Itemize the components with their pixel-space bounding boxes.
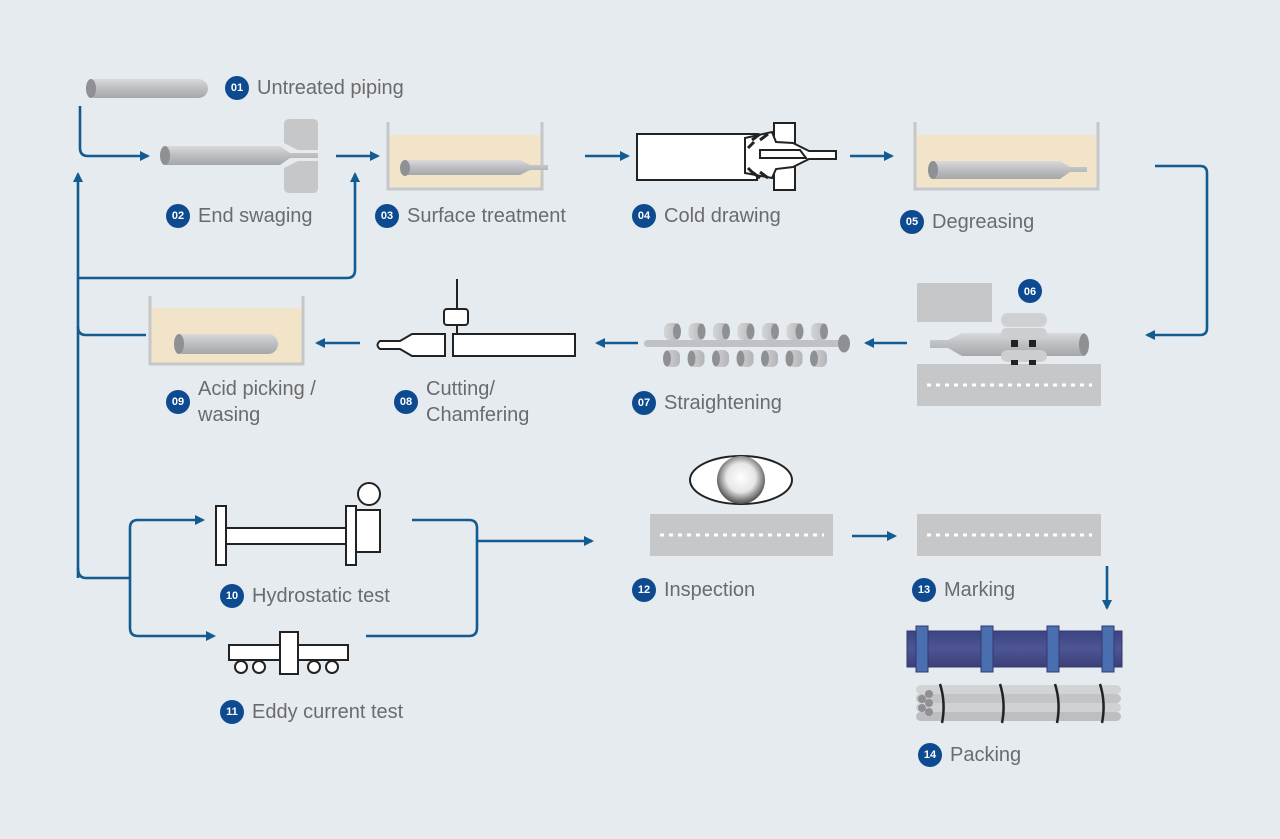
step-04-label: 04 Cold drawing bbox=[632, 203, 781, 229]
drawing-die-icon bbox=[636, 122, 837, 191]
svg-text:06: 06 bbox=[1024, 286, 1036, 298]
flow-arrows bbox=[73, 106, 1209, 641]
acid-bath-icon bbox=[148, 296, 305, 366]
roller-top bbox=[786, 323, 804, 340]
step-12-label: 12 Inspection bbox=[632, 577, 755, 603]
straightening-rollers-icon bbox=[644, 323, 850, 367]
roller-bottom bbox=[761, 350, 778, 367]
return-branch-03 bbox=[78, 172, 360, 280]
pipe-end bbox=[838, 334, 850, 353]
pipe-bundle-icon bbox=[906, 625, 1123, 724]
step-01-label: 01 Untreated piping bbox=[225, 75, 404, 101]
step-10-label: 10 Hydrostatic test bbox=[220, 583, 390, 609]
step-badge: 05 bbox=[900, 210, 924, 234]
step-02-label: 02 End swaging bbox=[166, 203, 313, 229]
roller-top bbox=[762, 323, 779, 340]
step-badge: 10 bbox=[220, 584, 244, 608]
heat-treatment-machine-icon bbox=[917, 283, 1101, 406]
arrow-05-to-06 bbox=[1145, 164, 1209, 340]
arrow-to-10 bbox=[128, 515, 205, 578]
roller-bottom bbox=[712, 350, 729, 367]
hydrostatic-tester-icon bbox=[215, 482, 381, 566]
swaging-die-icon bbox=[160, 119, 318, 193]
treatment-bath-icon bbox=[386, 122, 548, 191]
step-08-label: 08 Cutting/ Chamfering bbox=[394, 376, 529, 428]
roller-top bbox=[688, 323, 706, 340]
roller-top bbox=[811, 323, 828, 340]
eye-inspection-icon bbox=[689, 455, 793, 505]
step-badge: 02 bbox=[166, 204, 190, 228]
step-badge: 13 bbox=[912, 578, 936, 602]
roller-bottom bbox=[663, 350, 680, 367]
step-badge: 14 bbox=[918, 743, 942, 767]
arrow-to-11 bbox=[128, 578, 216, 641]
step-badge: 04 bbox=[632, 204, 656, 228]
step-badge: 07 bbox=[632, 391, 656, 415]
roller-bottom bbox=[785, 350, 803, 367]
marking-table-icon bbox=[917, 514, 1101, 556]
step-badge: 09 bbox=[166, 390, 190, 414]
step-06-badge: 06 bbox=[1018, 279, 1042, 303]
roller-top bbox=[737, 323, 755, 340]
eddy-current-tester-icon bbox=[228, 631, 349, 675]
step-11-label: 11 Eddy current test bbox=[220, 699, 403, 725]
return-bottom bbox=[76, 567, 130, 580]
arrow-10-merge bbox=[366, 518, 479, 638]
degreasing-bath-icon bbox=[913, 122, 1100, 191]
return-branch-09 bbox=[76, 326, 146, 337]
step-09-label: 09 Acid picking / wasing bbox=[166, 376, 316, 428]
roller-top bbox=[713, 323, 730, 340]
roller-bottom bbox=[736, 350, 754, 367]
roller-bottom bbox=[687, 350, 705, 367]
step-badge: 01 bbox=[225, 76, 249, 100]
roller-bottom bbox=[810, 350, 827, 367]
step-badge: 11 bbox=[220, 700, 244, 724]
step-03-label: 03 Surface treatment bbox=[375, 203, 566, 229]
roller-top bbox=[664, 323, 681, 340]
step-07-label: 07 Straightening bbox=[632, 390, 782, 416]
inspection-table bbox=[650, 514, 833, 556]
step-badge: 03 bbox=[375, 204, 399, 228]
step-05-label: 05 Degreasing bbox=[900, 209, 1034, 235]
step-14-label: 14 Packing bbox=[918, 742, 1021, 768]
pipe-icon bbox=[86, 79, 208, 98]
step-badge: 08 bbox=[394, 390, 418, 414]
arrow-01-to-02 bbox=[78, 106, 150, 161]
step-13-label: 13 Marking bbox=[912, 577, 1015, 603]
step-badge: 12 bbox=[632, 578, 656, 602]
cutting-tool-icon bbox=[376, 279, 576, 357]
